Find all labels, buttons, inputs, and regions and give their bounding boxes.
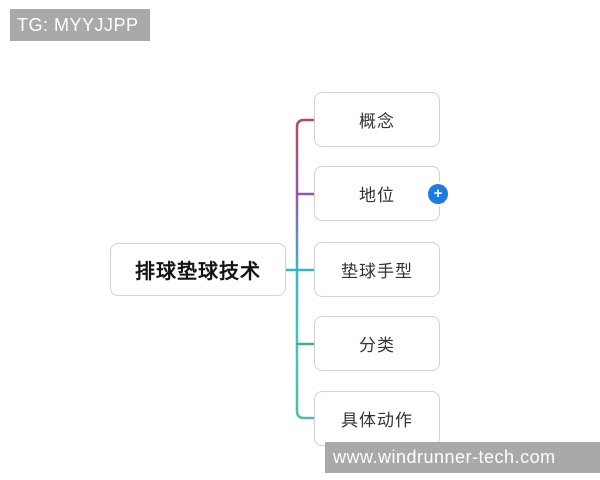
watermark-text: TG: MYYJJPP (17, 14, 139, 35)
child-node-status[interactable]: 地位 (314, 166, 440, 221)
child-node-label: 垫球手型 (341, 262, 413, 281)
watermark-top-left: TG: MYYJJPP (10, 9, 150, 41)
plus-icon: + (433, 185, 443, 202)
watermark-bottom-right: www.windrunner-tech.com (325, 442, 600, 473)
child-node-actions[interactable]: 具体动作 (314, 391, 440, 446)
child-node-concept[interactable]: 概念 (314, 92, 440, 147)
child-node-hand-shape[interactable]: 垫球手型 (314, 242, 440, 297)
child-node-label: 分类 (359, 336, 395, 355)
root-node-volleyball-bump[interactable]: 排球垫球技术 (110, 243, 286, 296)
child-node-label: 具体动作 (341, 411, 413, 430)
root-node-label: 排球垫球技术 (135, 261, 261, 283)
child-node-classification[interactable]: 分类 (314, 316, 440, 371)
add-node-button[interactable]: + (428, 184, 448, 204)
child-node-label: 地位 (359, 186, 395, 205)
watermark-text: www.windrunner-tech.com (333, 447, 556, 467)
child-node-label: 概念 (359, 112, 395, 131)
